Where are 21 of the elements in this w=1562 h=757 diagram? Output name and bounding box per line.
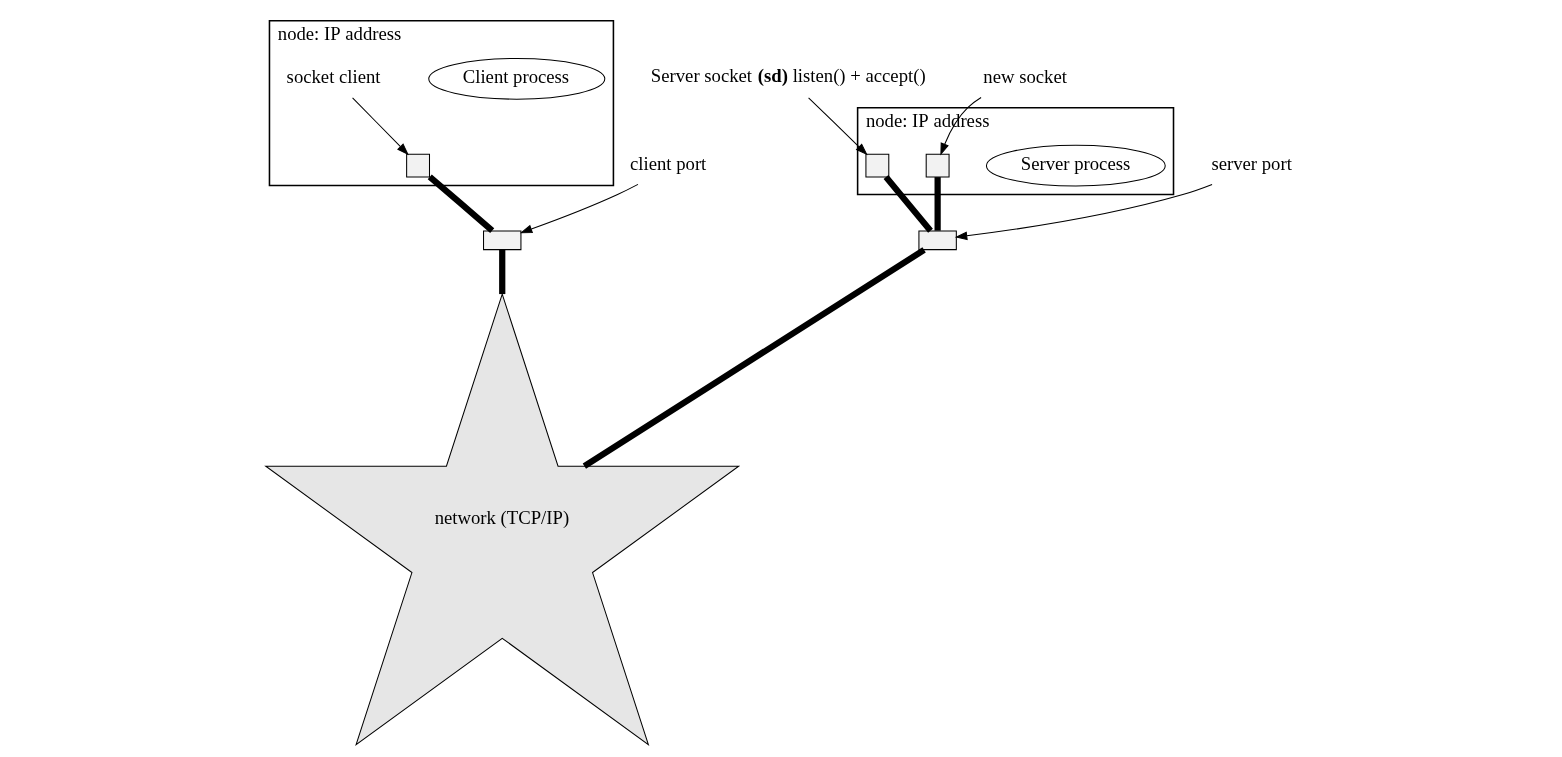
node-ellipse: Client process: [427, 57, 605, 100]
arrow: [807, 97, 868, 156]
node-text: client port: [629, 153, 706, 175]
node-text: socket client: [286, 66, 381, 88]
connector: [582, 247, 926, 469]
connector: [498, 249, 505, 295]
node-box: [917, 230, 957, 251]
node-text: new socket: [982, 66, 1067, 88]
node-box: [405, 153, 430, 178]
node-ellipse: Server process: [985, 144, 1166, 187]
arrow: [519, 183, 638, 234]
connector: [883, 175, 933, 233]
node-text: server port: [1210, 153, 1292, 175]
connector: [427, 174, 494, 233]
node-box: [482, 230, 521, 251]
arrow: [954, 183, 1213, 241]
node-box: [925, 153, 950, 178]
node-text: Server socket (sd) listen() + accept(): [650, 65, 926, 87]
connector: [934, 177, 941, 231]
arrow: [351, 97, 409, 156]
node-box: [864, 153, 889, 178]
